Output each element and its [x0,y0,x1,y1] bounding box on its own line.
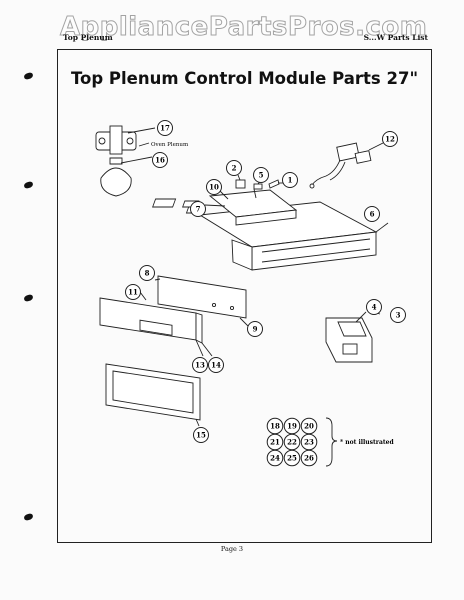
callout-10: 10 [206,179,222,195]
callout-17: 17 [157,120,173,136]
brace [325,417,338,467]
callout-number: 10 [209,183,219,192]
callout-circle [193,427,209,443]
watermark: AppliancePartsPros.com [59,12,428,43]
callout-circle [266,449,284,467]
callout-number: 3 [396,311,401,320]
callout-number: 21 [270,438,280,447]
callout-3: 3 [390,307,406,323]
diagram-frame [57,49,432,543]
callout-circle [190,201,206,217]
callout-circle [226,160,242,176]
callout-number: 19 [287,422,297,431]
callout-number: 22 [287,438,297,447]
callout-number: 17 [160,124,170,133]
callout-6: 6 [364,206,380,222]
callout-circle [282,172,298,188]
callout-number: 18 [270,422,280,431]
callout-circle [300,449,318,467]
callout-16: 16 [152,152,168,168]
page-number: Page 3 [220,545,244,553]
callout-circle [208,357,224,373]
callout-number: 6 [370,210,375,219]
callout-circle [206,179,222,195]
callout-number: 8 [145,269,150,278]
callout-5: 5 [253,167,269,183]
wire-harness [309,142,384,189]
callout-number: 12 [385,135,395,144]
glass-frame [105,363,201,427]
callout-circle [157,120,173,136]
callout-number: 24 [270,454,280,463]
callout-number: 25 [287,454,297,463]
callout-number: 1 [288,176,293,185]
callout-4: 4 [366,299,382,315]
header-right: S...W Parts List [363,33,428,42]
callout-2: 2 [226,160,242,176]
callout-not-illustrated-23: 23 [300,433,318,451]
callout-circle [139,265,155,281]
callout-circle [125,284,141,300]
callout-number: 9 [253,325,258,334]
header-left: Top Plenum [63,33,113,42]
callout-9: 9 [247,321,263,337]
callout-circle [192,357,208,373]
callout-not-illustrated-20: 20 [300,417,318,435]
callout-circle [390,307,406,323]
callout-not-illustrated-25: 25 [283,449,301,467]
callout-circle [152,152,168,168]
callout-circle [253,167,269,183]
callout-circle [366,299,382,315]
callout-number: 23 [304,438,314,447]
oven-plenum-label: Oven Plenum [151,142,189,148]
callout-circle [247,321,263,337]
callout-number: 2 [232,164,237,173]
callout-number: 5 [259,171,264,180]
callout-number: 4 [372,303,377,312]
callout-number: 14 [211,361,221,370]
callout-number: 13 [195,361,205,370]
callout-14: 14 [208,357,224,373]
callout-number: 20 [304,422,314,431]
callout-11: 11 [125,284,141,300]
callout-circle [283,449,301,467]
callout-not-illustrated-19: 19 [283,417,301,435]
callout-not-illustrated-24: 24 [266,449,284,467]
keypad-trim-panel [99,291,213,357]
callout-not-illustrated-18: 18 [266,417,284,435]
callout-13: 13 [192,357,208,373]
callout-number: 26 [304,454,314,463]
callout-7: 7 [190,201,206,217]
callout-12: 12 [382,131,398,147]
callout-number: 15 [196,431,206,440]
side-bracket [325,311,381,363]
page-title: Top Plenum Control Module Parts 27" [70,69,419,88]
callout-8: 8 [139,265,155,281]
callout-not-illustrated-22: 22 [283,433,301,451]
callout-number: 11 [128,288,138,297]
callout-not-illustrated-21: 21 [266,433,284,451]
callout-circle [364,206,380,222]
callout-circle [382,131,398,147]
callout-15: 15 [193,427,209,443]
oven-plenum-light [95,125,156,197]
callout-1: 1 [282,172,298,188]
callout-number: 16 [155,156,165,165]
callout-number: 7 [196,205,201,214]
not-illustrated-note: * not illustrated [340,439,394,446]
callout-not-illustrated-26: 26 [300,449,318,467]
small-components [235,174,284,199]
